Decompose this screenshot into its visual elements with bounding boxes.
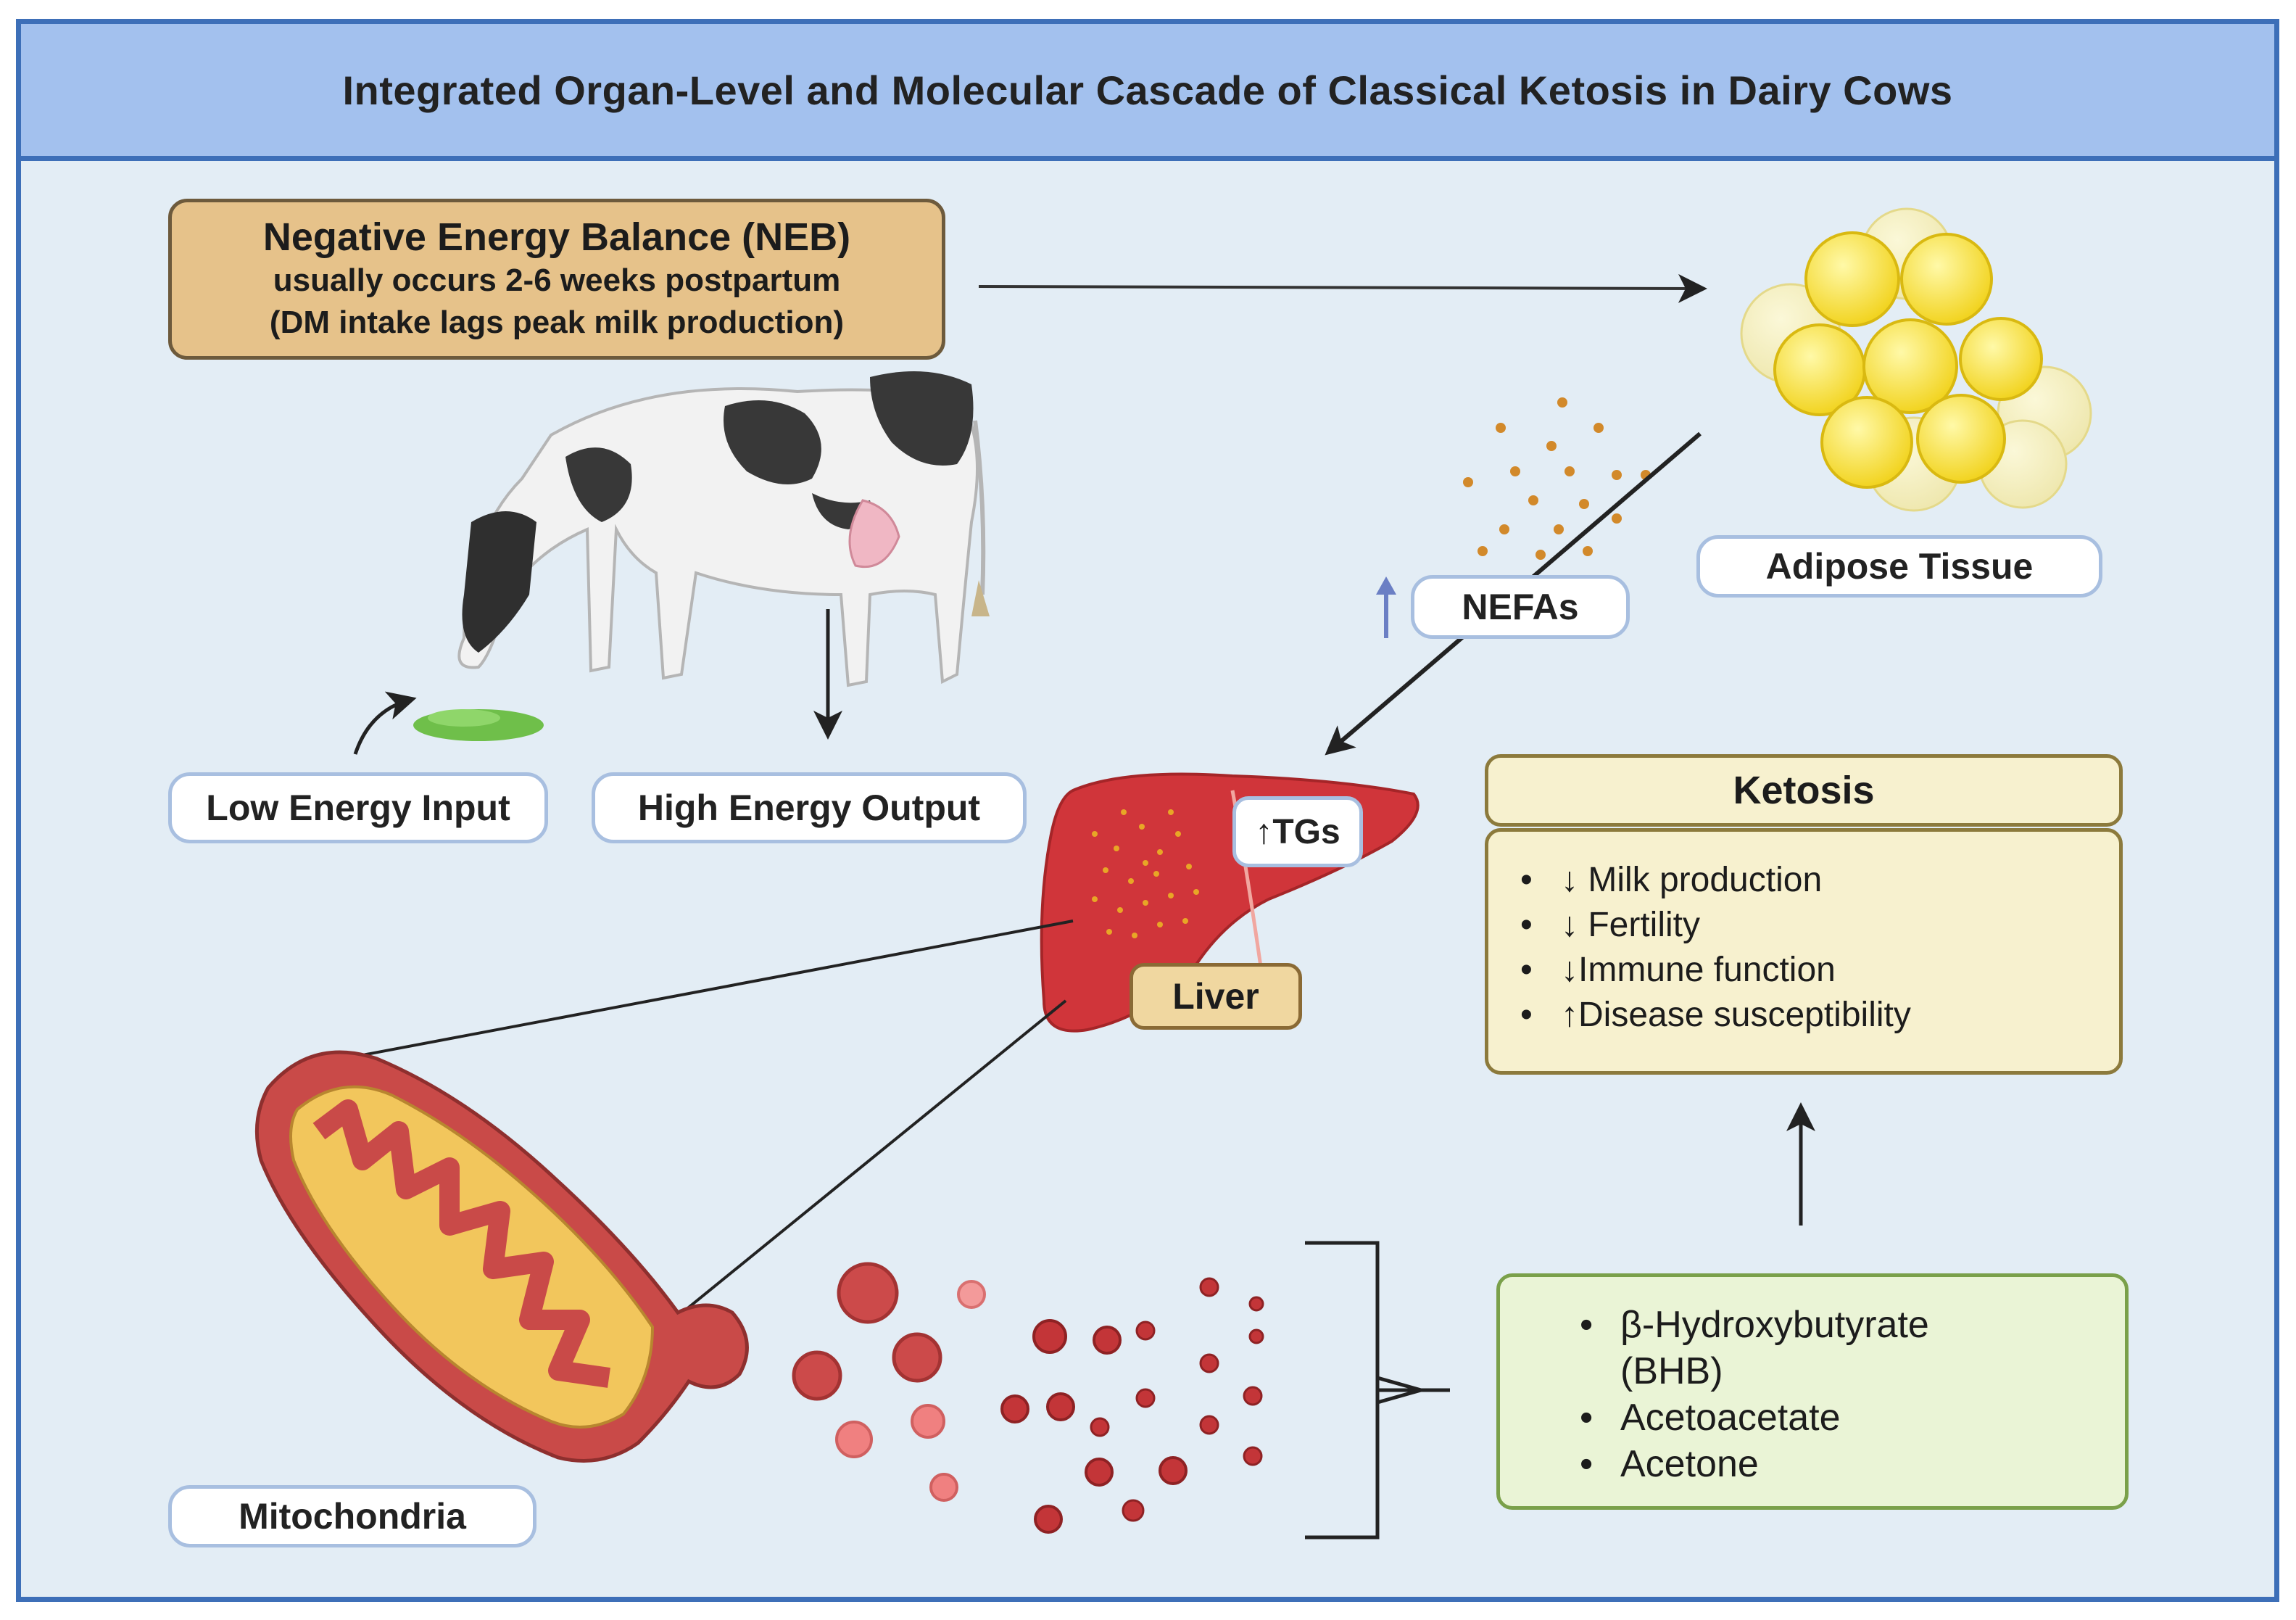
list-item: β-Hydroxybutyrate <box>1580 1302 2125 1348</box>
mitochondria-text: Mitochondria <box>239 1496 466 1537</box>
mitochondria-label: Mitochondria <box>168 1485 536 1547</box>
list-item: ↓ Fertility <box>1520 903 2119 948</box>
ketosis-effects-box: ↓ Milk production ↓ Fertility ↓Immune fu… <box>1485 828 2123 1075</box>
adipose-tissue-illustration <box>1740 207 2092 512</box>
mitochondria-illustration <box>254 1050 749 1463</box>
neb-cause: (DM intake lags peak milk production) <box>269 305 845 340</box>
list-item: ↓Immune function <box>1520 948 2119 993</box>
nefa-particles <box>1463 397 1651 585</box>
neb-box: Negative Energy Balance (NEB) usually oc… <box>168 199 945 360</box>
list-item-continuation: (BHB) <box>1620 1350 1723 1392</box>
high-energy-output-label: High Energy Output <box>592 772 1027 843</box>
adipose-tissue-text: Adipose Tissue <box>1765 546 2034 587</box>
list-item: Acetoacetate <box>1580 1394 2125 1441</box>
diagram-title: Integrated Organ-Level and Molecular Cas… <box>342 67 1953 113</box>
zoom-line-upper <box>362 919 1074 1057</box>
list-item: ↓ Milk production <box>1520 858 2119 903</box>
ketone-bodies-box: β-Hydroxybutyrate (BHB) Acetoacetate Ace… <box>1496 1273 2129 1510</box>
tgs-text: ↑TGs <box>1255 812 1340 851</box>
liver-label: Liver <box>1130 963 1302 1030</box>
arrow-low-energy-input <box>353 691 417 755</box>
liver-text: Liver <box>1172 976 1259 1017</box>
cow-illustration <box>457 371 990 687</box>
ketosis-effects-list: ↓ Milk production ↓ Fertility ↓Immune fu… <box>1520 858 2119 1038</box>
high-energy-output-text: High Energy Output <box>637 788 981 828</box>
list-item: ↑Disease susceptibility <box>1520 993 2119 1038</box>
grass-illustration <box>413 709 544 741</box>
zoom-line-lower <box>676 999 1067 1318</box>
adipose-tissue-label: Adipose Tissue <box>1696 535 2102 598</box>
list-item: Acetone <box>1580 1441 2125 1487</box>
low-energy-input-label: Low Energy Input <box>168 772 548 843</box>
title-banner: Integrated Organ-Level and Molecular Cas… <box>16 19 2279 161</box>
bracket <box>1305 1241 1450 1540</box>
tgs-label: ↑TGs <box>1232 796 1363 867</box>
ketone-particles <box>792 1262 1264 1534</box>
low-energy-input-text: Low Energy Input <box>206 788 510 828</box>
nefa-increase-arrow <box>1376 576 1396 638</box>
ketosis-title: Ketosis <box>1733 769 1875 812</box>
ketosis-title-box: Ketosis <box>1485 754 2123 827</box>
neb-title: Negative Energy Balance (NEB) <box>262 215 851 259</box>
neb-timing: usually occurs 2-6 weeks postpartum <box>273 263 841 298</box>
nefas-label: NEFAs <box>1411 575 1630 639</box>
nefas-text: NEFAs <box>1462 587 1579 627</box>
ketone-bodies-list: β-Hydroxybutyrate (BHB) Acetoacetate Ace… <box>1580 1302 2125 1487</box>
bracket-point <box>1377 1376 1428 1405</box>
arrow-neb-to-adipose <box>978 273 1707 303</box>
